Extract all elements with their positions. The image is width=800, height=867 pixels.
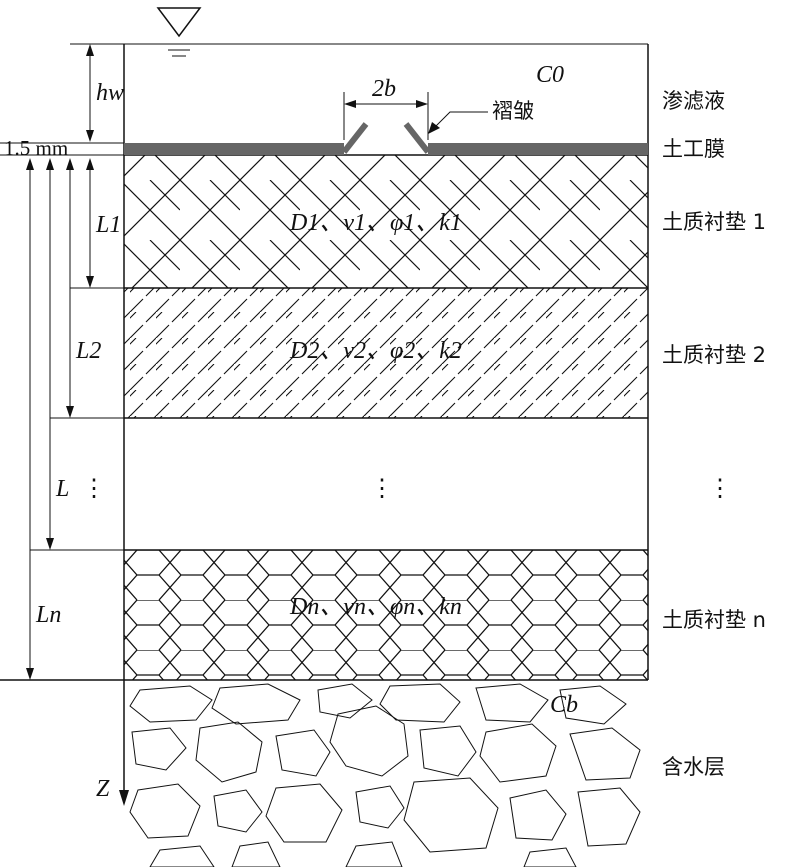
z-axis-arrow xyxy=(119,790,129,806)
params-n: Dn、vn、φn、kn xyxy=(289,594,462,620)
wrinkle-right xyxy=(403,122,431,154)
l1-label: L1 xyxy=(95,212,121,238)
ellipsis-center: ⋮ xyxy=(370,476,394,502)
depth-arrows xyxy=(26,158,129,806)
geomembrane-label: 土工膜 xyxy=(662,137,725,161)
liner-2-hatch xyxy=(124,288,648,418)
liner-n-hex xyxy=(124,550,648,680)
aquifer-label: 含水层 xyxy=(662,755,725,779)
aquifer-stones xyxy=(129,683,641,867)
geomembrane-right xyxy=(428,143,648,155)
l2-label: L2 xyxy=(75,338,101,364)
liner-1-hatch xyxy=(124,155,648,288)
l-label: L xyxy=(55,476,69,502)
cb-label: Cb xyxy=(550,692,578,718)
geomembrane-left xyxy=(124,143,344,155)
leachate-label: 渗滤液 xyxy=(662,89,725,113)
hw-label: hw xyxy=(96,80,124,106)
z-label: Z xyxy=(96,776,110,802)
wrinkle-label: 褶皱 xyxy=(492,99,534,123)
ellipsis-right: ⋮ xyxy=(708,476,732,502)
c0-label: C0 xyxy=(536,62,564,88)
thickness-label: 1.5 mm xyxy=(4,136,68,160)
ellipsis-left: ⋮ xyxy=(82,476,106,502)
liner-n-label: 土质衬垫 n xyxy=(662,608,766,632)
ln-label: Ln xyxy=(35,602,61,628)
wrinkle-left xyxy=(341,122,369,154)
water-table-icon xyxy=(156,7,202,38)
two-b-label: 2b xyxy=(372,76,396,102)
liner-2-label: 土质衬垫 2 xyxy=(662,343,766,367)
liner-1-label: 土质衬垫 1 xyxy=(662,210,766,234)
params-2: D2、v2、φ2、k2 xyxy=(289,338,462,364)
params-1: D1、v1、φ1、k1 xyxy=(289,210,462,236)
